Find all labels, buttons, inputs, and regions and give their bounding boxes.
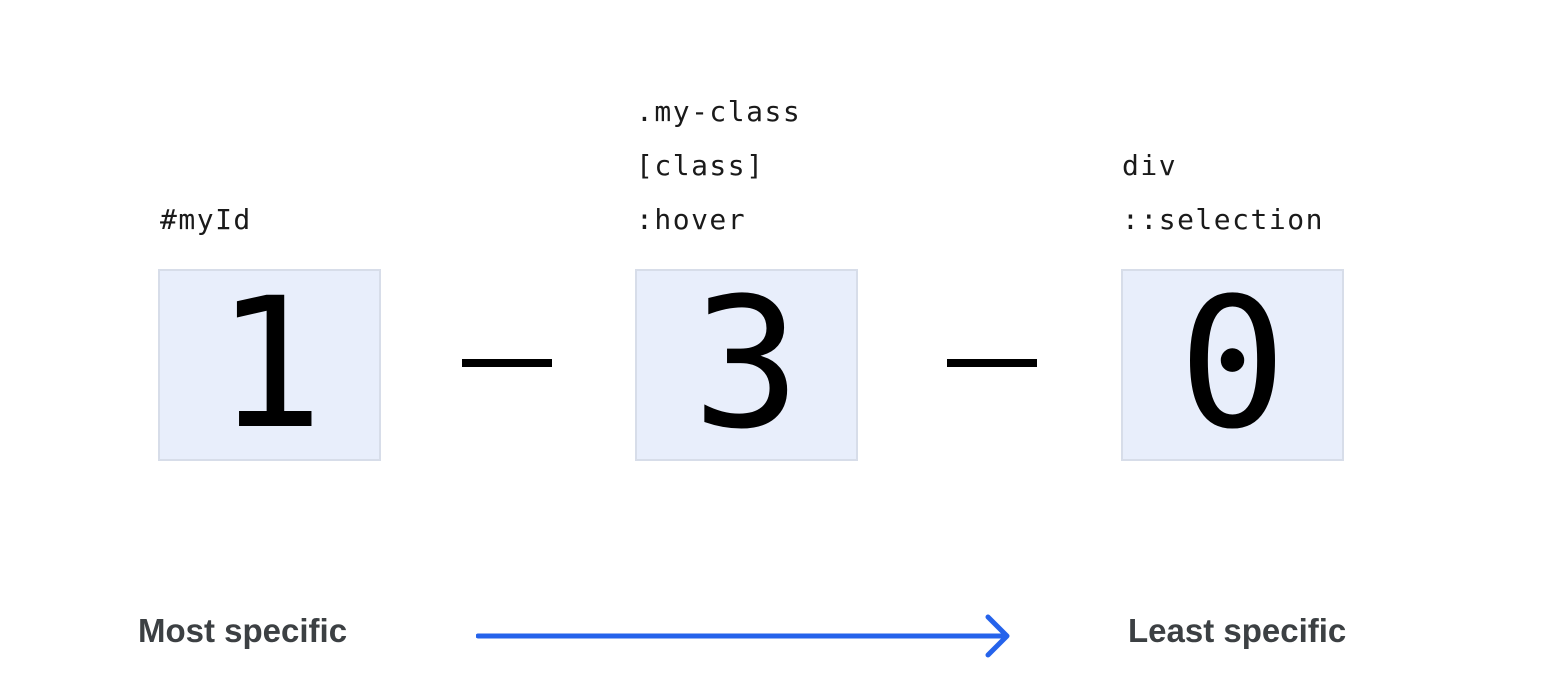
type-count-box: 0 — [1121, 269, 1344, 461]
pseudo-class-selector-hover: :hover — [636, 203, 747, 236]
separator-dash-2 — [947, 359, 1037, 367]
pseudo-element-selector-selection: ::selection — [1122, 203, 1324, 236]
class-count-box: 3 — [635, 269, 858, 461]
id-count-value: 1 — [215, 260, 324, 469]
class-selector-my-class: .my-class — [636, 95, 802, 128]
id-selector-myid: #myId — [160, 203, 252, 236]
id-count-box: 1 — [158, 269, 381, 461]
least-specific-label: Least specific — [1128, 612, 1347, 649]
type-count-value: 0 — [1178, 260, 1287, 469]
separator-dash-1 — [462, 359, 552, 367]
arrow-right-icon — [476, 614, 1010, 658]
most-specific-label: Most specific — [138, 612, 348, 649]
class-count-value: 3 — [692, 260, 801, 469]
type-selector-div: div — [1122, 149, 1178, 182]
attribute-selector-class: [class] — [636, 149, 765, 182]
